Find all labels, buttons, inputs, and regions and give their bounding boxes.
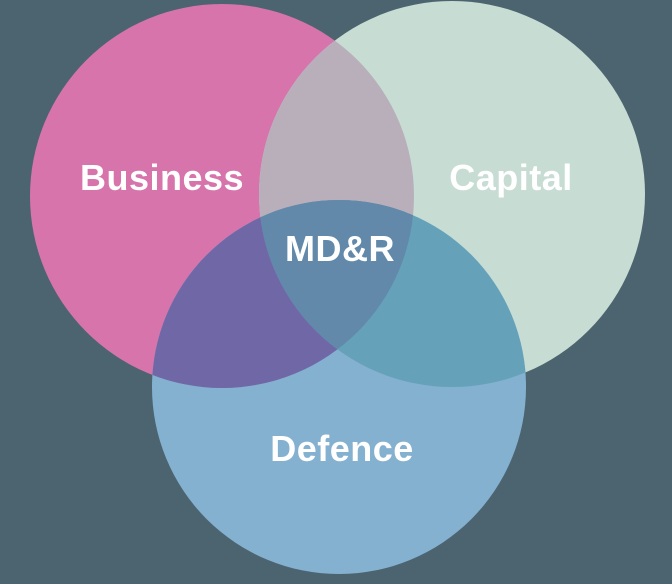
defence-label: Defence bbox=[270, 428, 414, 469]
business-label: Business bbox=[80, 157, 244, 198]
center-label: MD&R bbox=[285, 228, 395, 269]
capital-label: Capital bbox=[449, 157, 573, 198]
capital-defence-overlap bbox=[259, 200, 526, 387]
